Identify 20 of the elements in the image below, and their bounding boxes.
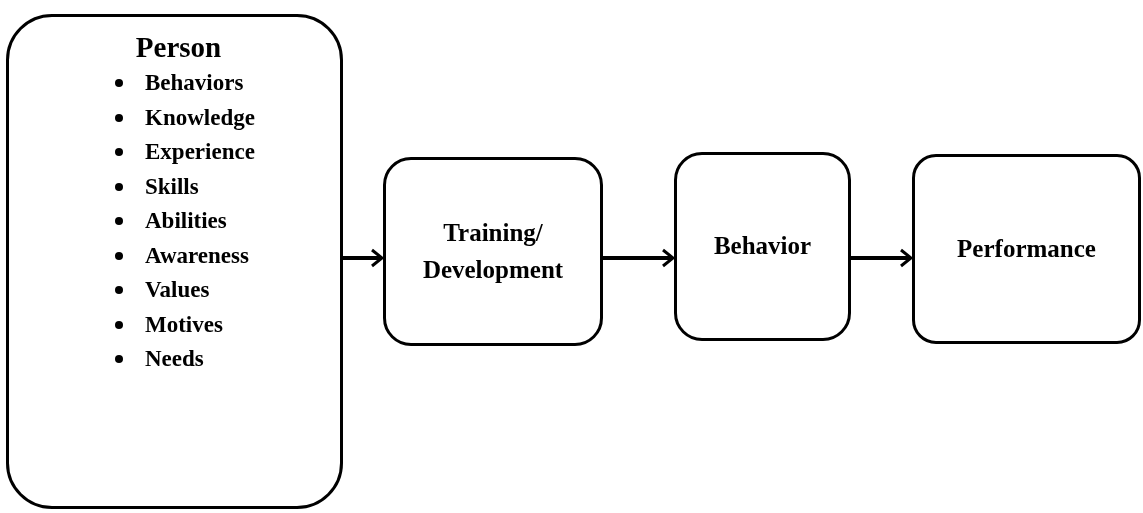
bullet-item: Awareness xyxy=(109,238,255,273)
arrow xyxy=(603,248,675,268)
bullet-item: Skills xyxy=(109,169,255,204)
box-label: Performance xyxy=(957,233,1096,264)
box-label: Behavior xyxy=(713,231,812,262)
arrow xyxy=(851,248,913,268)
box-label: Training/ Development xyxy=(421,218,565,285)
arrow xyxy=(343,248,384,268)
bullet-item: Needs xyxy=(109,342,255,377)
bullet-item: Experience xyxy=(109,135,255,170)
rounded-box xyxy=(383,157,603,346)
bullet-item: Behaviors xyxy=(109,66,255,101)
bullet-item: Motives xyxy=(109,307,255,342)
bullet-item: Values xyxy=(109,273,255,308)
rounded-box xyxy=(674,152,851,341)
rounded-box xyxy=(912,154,1141,344)
bullet-item: Knowledge xyxy=(109,100,255,135)
rounded-box xyxy=(6,14,343,509)
box-heading: Person xyxy=(135,31,222,64)
bullet-item: Abilities xyxy=(109,204,255,239)
